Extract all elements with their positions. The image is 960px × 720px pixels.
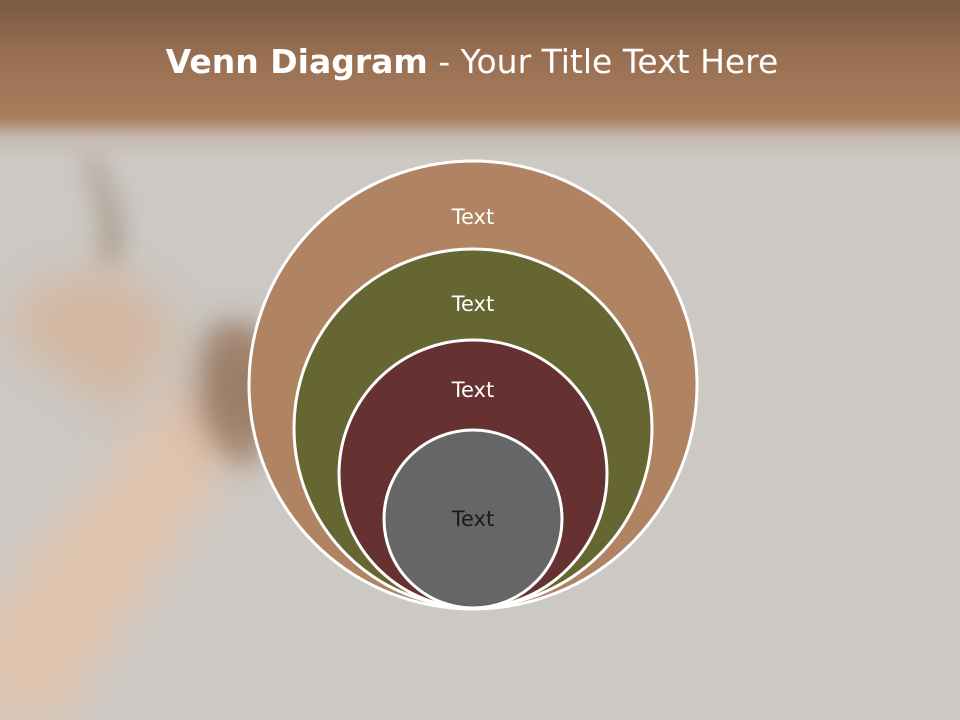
venn-circle-third-label: Text bbox=[451, 378, 494, 402]
title-band bbox=[0, 0, 960, 160]
title-rest-text: - Your Title Text Here bbox=[427, 42, 779, 81]
venn-circle-second-label: Text bbox=[451, 292, 494, 316]
venn-circle-inner-label: Text bbox=[451, 507, 494, 531]
venn-circle-outer-label: Text bbox=[451, 205, 494, 229]
venn-circle-inner bbox=[382, 428, 564, 610]
title-bold-text: Venn Diagram bbox=[165, 42, 428, 81]
slide-title: Venn Diagram - Your Title Text Here bbox=[0, 42, 944, 82]
